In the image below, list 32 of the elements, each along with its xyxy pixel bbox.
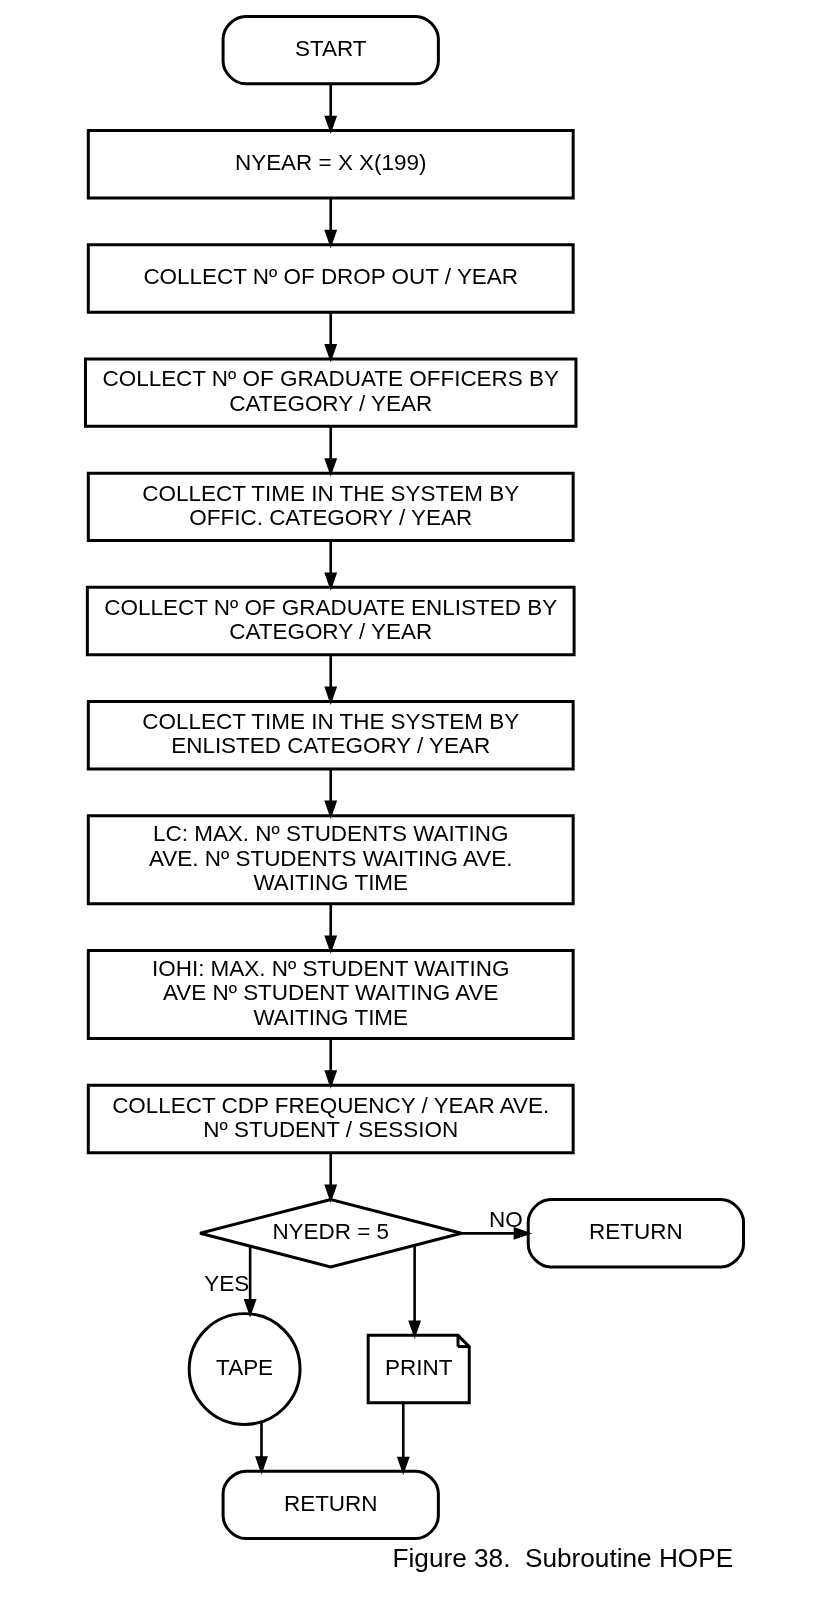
node-box: COLLECT TIME IN THE SYSTEM BY OFFIC. CATEGORY / YEAR bbox=[86, 471, 575, 543]
arrow bbox=[323, 769, 337, 819]
arrow bbox=[407, 1245, 421, 1339]
node-diamond: NYEDR = 5 bbox=[198, 1197, 463, 1269]
arrow bbox=[323, 312, 337, 363]
arrow bbox=[323, 426, 337, 477]
arrow bbox=[243, 1246, 257, 1318]
node-box: COLLECT CDP FREQUENCY / YEAR AVE. Nº STUDENT / SESSION bbox=[86, 1083, 575, 1155]
arrow bbox=[460, 1226, 532, 1240]
edge-label: YES bbox=[203, 1271, 249, 1297]
arrow bbox=[323, 1153, 337, 1203]
node-box: IOHI: MAX. Nº STUDENT WAITING AVE Nº STUDENT WAITING AVE WAITING TIME bbox=[86, 949, 575, 1041]
node-box: RETURN bbox=[221, 1469, 440, 1541]
node-box: COLLECT TIME IN THE SYSTEM BY ENLISTED CATEGORY / YEAR bbox=[86, 700, 575, 771]
node-box: NYEAR = X X(199) bbox=[86, 129, 575, 200]
node-circle: TAPE bbox=[187, 1312, 301, 1426]
node-box: COLLECT Nº OF DROP OUT / YEAR bbox=[86, 243, 575, 314]
edge-label: NO bbox=[488, 1207, 523, 1233]
node-box: COLLECT Nº OF GRADUATE ENLISTED BY CATEGORY / YEAR bbox=[85, 585, 576, 657]
caption: Figure 38. Subroutine HOPE bbox=[392, 1543, 733, 1574]
arrow bbox=[323, 541, 337, 591]
node-box: COLLECT Nº OF GRADUATE OFFICERS BY CATEGORY / YEAR bbox=[83, 357, 577, 428]
arrow bbox=[323, 84, 337, 134]
arrow bbox=[323, 198, 337, 249]
node-box: START bbox=[221, 14, 440, 86]
arrow bbox=[323, 1038, 337, 1089]
arrow bbox=[323, 655, 337, 705]
node-box: LC: MAX. Nº STUDENTS WAITING AVE. Nº STUDENTS WAITING AVE. WAITING TIME bbox=[86, 814, 575, 906]
arrow bbox=[254, 1421, 268, 1475]
arrow bbox=[396, 1403, 410, 1476]
node-box: RETURN bbox=[526, 1198, 745, 1269]
arrow bbox=[323, 903, 337, 954]
